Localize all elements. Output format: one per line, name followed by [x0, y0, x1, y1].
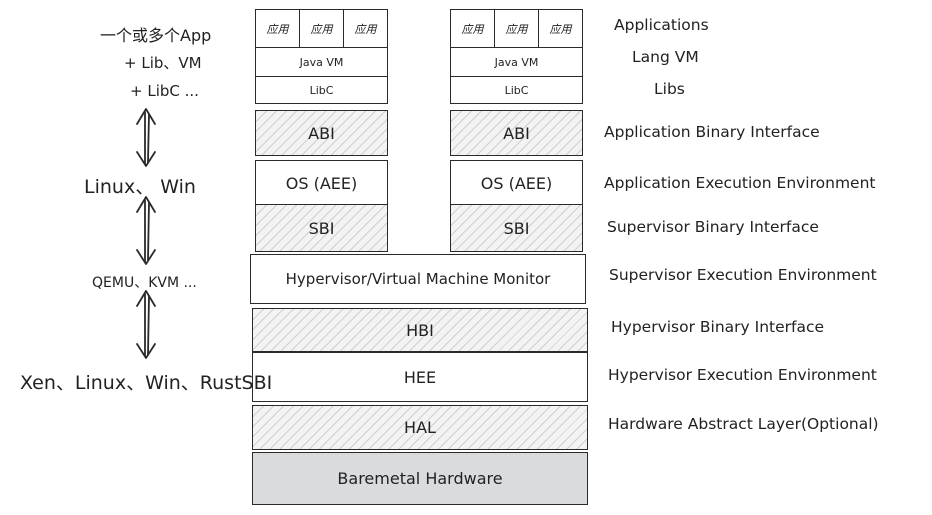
left-label-hee: Xen、Linux、Win、RustSBI — [20, 372, 273, 394]
abi-right: ABI — [450, 110, 583, 156]
app-cell: 应用 — [300, 10, 344, 48]
libs-left: LibC — [255, 76, 388, 104]
hee-layer: HEE — [252, 352, 588, 402]
right-label-sbi: Supervisor Binary Interface — [607, 218, 819, 236]
os-aee-right: OS (AEE) — [450, 160, 583, 206]
app-row-left: 应用 应用 应用 — [255, 9, 388, 49]
double-arrow-icon — [136, 196, 156, 265]
os-aee-left: OS (AEE) — [255, 160, 388, 206]
double-arrow-icon — [136, 108, 156, 167]
abi-left: ABI — [255, 110, 388, 156]
right-label-hal: Hardware Abstract Layer(Optional) — [608, 415, 879, 433]
right-label-applications: Applications — [614, 16, 709, 34]
left-label-apps-3: + LibC ... — [130, 82, 199, 100]
left-label-apps-2: + Lib、VM — [124, 54, 202, 72]
left-label-hypervisor: QEMU、KVM ... — [92, 275, 197, 291]
sbi-left: SBI — [255, 204, 388, 252]
app-cell: 应用 — [495, 10, 539, 48]
hypervisor-layer: Hypervisor/Virtual Machine Monitor — [250, 254, 586, 304]
right-label-aee: Application Execution Environment — [604, 174, 876, 192]
app-cell: 应用 — [256, 10, 300, 48]
app-cell: 应用 — [354, 23, 377, 36]
sbi-right: SBI — [450, 204, 583, 252]
left-label-apps-1: 一个或多个App — [100, 26, 212, 45]
right-label-hbi: Hypervisor Binary Interface — [611, 318, 825, 336]
right-label-libs: Libs — [654, 80, 685, 98]
right-label-lang-vm: Lang VM — [632, 48, 699, 66]
app-row-right: 应用 应用 应用 — [450, 9, 583, 49]
right-label-abi: Application Binary Interface — [604, 123, 820, 141]
app-cell: 应用 — [451, 10, 495, 48]
left-label-os: Linux、 Win — [84, 176, 196, 198]
right-label-hee: Hypervisor Execution Environment — [608, 366, 877, 384]
double-arrow-icon — [136, 290, 156, 359]
hbi-layer: HBI — [252, 308, 588, 352]
app-cell: 应用 — [549, 23, 572, 36]
libs-right: LibC — [450, 76, 583, 104]
right-label-see: Supervisor Execution Environment — [609, 266, 877, 284]
hal-layer: HAL — [252, 405, 588, 450]
baremetal-hardware-layer: Baremetal Hardware — [252, 452, 588, 505]
